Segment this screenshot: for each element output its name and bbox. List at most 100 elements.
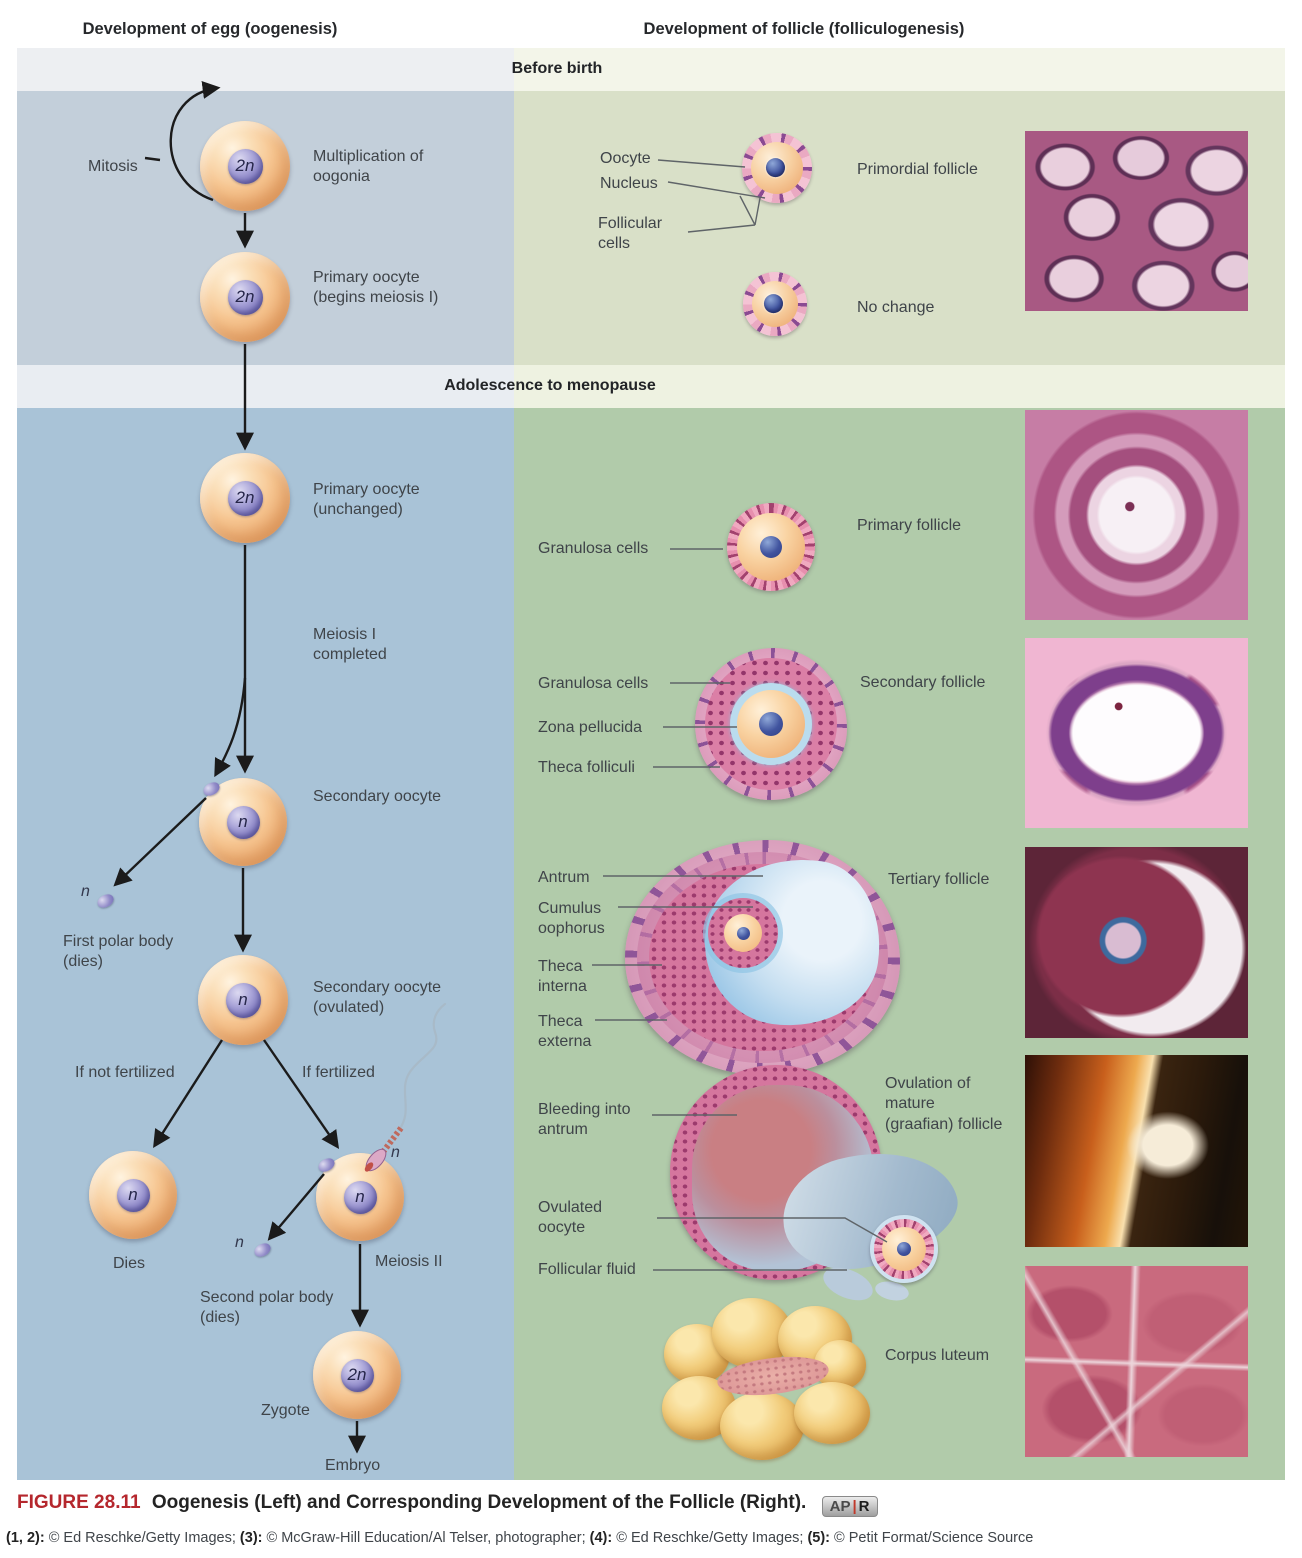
oocyte-nucleus-illustration bbox=[763, 294, 783, 314]
label-primary-oocyte-begins: Primary oocyte (begins meiosis I) bbox=[313, 269, 439, 307]
photo-credits: (1, 2): © Ed Reschke/Getty Images; (3): … bbox=[6, 1530, 1033, 1546]
cell-nucleus: 2n bbox=[227, 480, 263, 516]
tertiary-follicle-illustration bbox=[625, 840, 900, 1075]
cell-nucleus: 2n bbox=[227, 148, 263, 184]
label-embryo: Embryo bbox=[325, 1457, 381, 1474]
apr-logo: AP|R bbox=[821, 1496, 878, 1517]
label-follicular-cells: Follicular cells bbox=[598, 215, 663, 253]
cell-nucleus: 2n bbox=[227, 279, 263, 315]
primary-follicle-illustration bbox=[727, 503, 815, 591]
label-theca-folliculi: Theca folliculi bbox=[538, 759, 635, 776]
label-nucleus: Nucleus bbox=[600, 175, 658, 192]
ploidy-label: n bbox=[81, 883, 90, 900]
secondary-oocyte-ovulated-cell: n bbox=[198, 955, 288, 1045]
label-primordial-follicle: Primordial follicle bbox=[857, 161, 978, 178]
section-label-adolescence: Adolescence to menopause bbox=[444, 377, 656, 394]
label-primary-follicle: Primary follicle bbox=[857, 517, 962, 534]
label-follicular-fluid: Follicular fluid bbox=[538, 1261, 636, 1278]
label-secondary-oocyte: Secondary oocyte bbox=[313, 788, 442, 805]
histology-photo-primary-follicle bbox=[1025, 410, 1248, 620]
label-meiosis-ii: Meiosis II bbox=[375, 1253, 443, 1270]
credit-text: © Ed Reschke/Getty Images; bbox=[616, 1530, 804, 1546]
histology-photo-tertiary-follicle bbox=[1025, 847, 1248, 1038]
figure-title: Oogenesis (Left) and Corresponding Devel… bbox=[151, 1492, 807, 1513]
label-oocyte: Oocyte bbox=[600, 150, 651, 167]
label-second-polar-body: Second polar body (dies) bbox=[200, 1289, 334, 1327]
corpus-luteum-lobe bbox=[794, 1382, 870, 1444]
histology-photo-secondary-follicle bbox=[1025, 638, 1248, 828]
label-granulosa-cells-2: Granulosa cells bbox=[538, 675, 649, 692]
corpus-luteum-illustration bbox=[662, 1298, 870, 1468]
label-theca-externa: Theca externa bbox=[538, 1013, 592, 1051]
figure-number: FIGURE 28.11 bbox=[17, 1492, 141, 1513]
band-adolescence-left bbox=[17, 365, 514, 408]
label-cumulus-oophorus: Cumulus oophorus bbox=[538, 900, 605, 938]
oocyte-illustration bbox=[724, 914, 762, 952]
band-before-birth-right bbox=[514, 48, 1285, 91]
apr-logo-r: R bbox=[858, 1498, 870, 1515]
oocyte-illustration bbox=[882, 1227, 926, 1271]
secondary-follicle-illustration bbox=[695, 648, 847, 800]
label-first-polar-body: First polar body (dies) bbox=[63, 933, 174, 971]
label-tertiary-follicle: Tertiary follicle bbox=[888, 871, 990, 888]
cumulus-oophorus bbox=[708, 898, 778, 968]
column-header-folliculogenesis: Development of follicle (folliculogenesi… bbox=[643, 20, 965, 38]
label-granulosa-cells: Granulosa cells bbox=[538, 540, 649, 557]
label-secondary-oocyte-ovulated: Secondary oocyte (ovulated) bbox=[313, 979, 442, 1017]
apr-logo-divider: | bbox=[852, 1498, 857, 1515]
primordial-follicle-illustration bbox=[742, 133, 812, 203]
panel-adolescence-egg bbox=[17, 408, 514, 1480]
granulosa-cells-layer bbox=[705, 658, 837, 790]
credit-label: (5): bbox=[807, 1530, 831, 1546]
primary-oocyte-cell: 2n bbox=[200, 252, 290, 342]
credit-text: © Ed Reschke/Getty Images; bbox=[48, 1530, 236, 1546]
section-label-before-birth: Before birth bbox=[511, 60, 603, 77]
cell-nucleus: n bbox=[343, 1180, 377, 1214]
oocyte-nucleus-illustration bbox=[736, 926, 750, 940]
oocyte-nucleus-illustration bbox=[765, 158, 785, 178]
oocyte-illustration bbox=[737, 690, 805, 758]
cell-nucleus: 2n bbox=[340, 1358, 374, 1392]
histology-photo-primordial-follicles bbox=[1025, 131, 1248, 311]
band-before-birth-left bbox=[17, 48, 514, 91]
apr-logo-ap: AP bbox=[829, 1498, 851, 1515]
column-header-oogenesis: Development of egg (oogenesis) bbox=[82, 20, 338, 38]
label-if-fertilized: If fertilized bbox=[302, 1064, 375, 1081]
primordial-follicle-no-change-illustration bbox=[743, 272, 807, 336]
oogonium-cell: 2n bbox=[200, 121, 290, 211]
primary-oocyte-unchanged-cell: 2n bbox=[200, 453, 290, 543]
cell-nucleus: n bbox=[116, 1178, 150, 1212]
label-theca-interna: Theca interna bbox=[538, 958, 587, 996]
oocyte-nucleus-illustration bbox=[897, 1242, 911, 1256]
zygote-cell: 2n bbox=[313, 1331, 401, 1419]
oocyte-illustration bbox=[737, 513, 805, 581]
ovulated-oocyte-illustration bbox=[870, 1215, 938, 1283]
label-multiplication-of-oogonia: Multiplication of oogonia bbox=[313, 148, 424, 186]
figure-caption: FIGURE 28.11 Oogenesis (Left) and Corres… bbox=[17, 1492, 878, 1517]
label-primary-oocyte-unchanged: Primary oocyte (unchanged) bbox=[313, 481, 420, 519]
figure-diagram-area: Before birth Adolescence to menopause bbox=[17, 48, 1285, 1480]
label-if-not-fertilized: If not fertilized bbox=[75, 1064, 175, 1081]
credit-text: © McGraw-Hill Education/Al Telser, photo… bbox=[266, 1530, 586, 1546]
label-mitosis: Mitosis bbox=[88, 158, 138, 175]
photo-ovulation bbox=[1025, 1055, 1248, 1247]
oocyte-nucleus-illustration bbox=[759, 712, 783, 736]
label-zygote: Zygote bbox=[261, 1402, 310, 1419]
ploidy-label-sperm: n bbox=[391, 1144, 400, 1161]
band-adolescence-right bbox=[514, 365, 1285, 408]
ploidy-label: n bbox=[235, 1234, 244, 1251]
label-ovulated-oocyte: Ovulated oocyte bbox=[538, 1199, 603, 1237]
label-dies: Dies bbox=[113, 1255, 146, 1272]
label-no-change: No change bbox=[857, 299, 935, 316]
unfertilized-dies-cell: n bbox=[89, 1151, 177, 1239]
histology-photo-corpus-luteum bbox=[1025, 1266, 1248, 1457]
oocyte-nucleus-illustration bbox=[760, 536, 782, 558]
label-zona-pellucida: Zona pellucida bbox=[538, 719, 643, 736]
cell-nucleus: n bbox=[226, 805, 260, 839]
label-meiosis-i-completed: Meiosis I completed bbox=[313, 626, 387, 664]
cell-nucleus: n bbox=[225, 982, 261, 1018]
label-bleeding-into-antrum: Bleeding into antrum bbox=[538, 1101, 631, 1139]
credit-label: (1, 2): bbox=[6, 1530, 45, 1546]
corpus-luteum-lobe bbox=[720, 1392, 804, 1460]
